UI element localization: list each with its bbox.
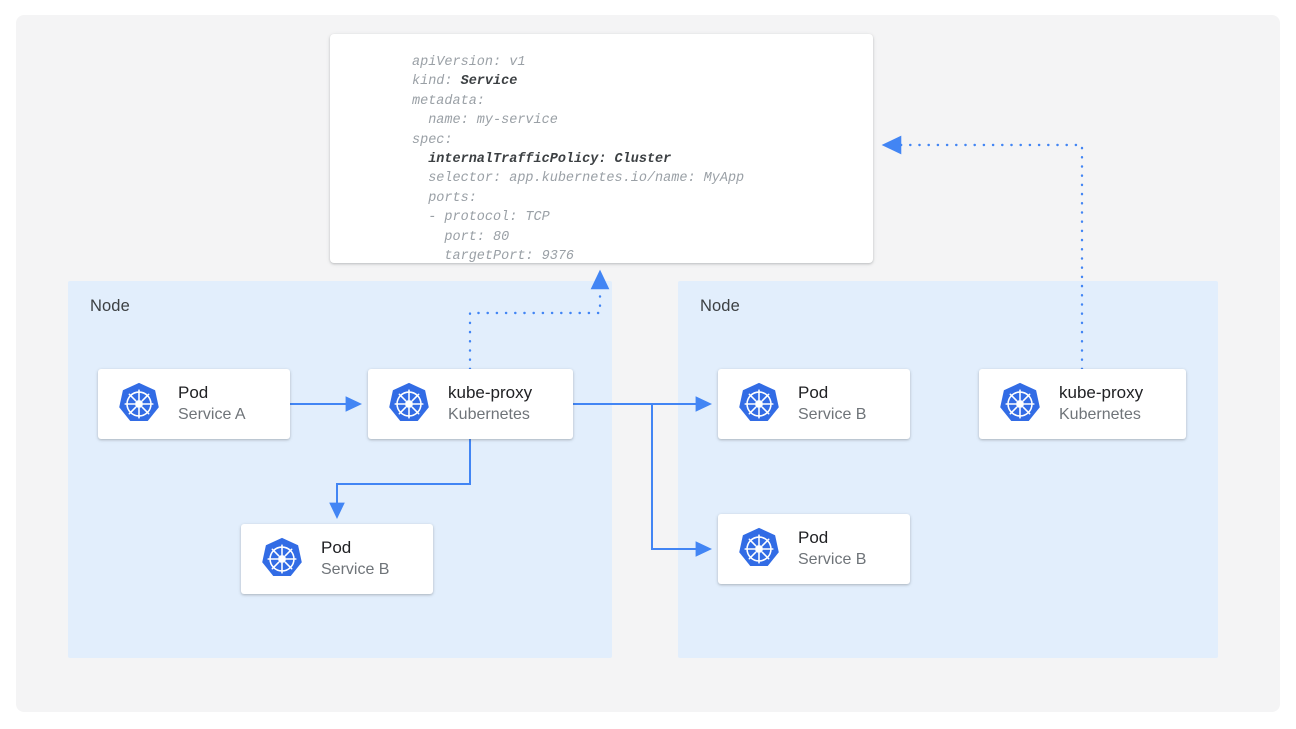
manifest-line: name: my-service	[412, 113, 558, 129]
manifest-line: kind: Service	[412, 74, 518, 90]
manifest-line: targetPort: 9376	[412, 249, 575, 265]
card-text: Pod Service B	[798, 527, 866, 571]
card-pod-service-b-left[interactable]: Pod Service B	[241, 524, 433, 594]
card-title: kube-proxy	[448, 383, 533, 402]
kubernetes-icon	[116, 381, 162, 427]
card-pod-service-b-right-bottom[interactable]: Pod Service B	[718, 514, 910, 584]
manifest-line: apiVersion: v1	[412, 55, 526, 70]
card-pod-service-a[interactable]: Pod Service A	[98, 369, 290, 439]
card-subtitle: Kubernetes	[1059, 406, 1141, 423]
manifest-line: ports:	[412, 190, 477, 206]
kubernetes-icon	[997, 381, 1043, 427]
card-pod-service-b-right-top[interactable]: Pod Service B	[718, 369, 910, 439]
card-kube-proxy-left[interactable]: kube-proxy Kubernetes	[368, 369, 573, 439]
node-left-label: Node	[90, 297, 130, 315]
manifest-line: - protocol: TCP	[412, 210, 550, 226]
card-title: Pod	[178, 383, 209, 402]
manifest-line: spec:	[412, 132, 453, 148]
kubernetes-icon	[736, 526, 782, 572]
card-kube-proxy-right[interactable]: kube-proxy Kubernetes	[979, 369, 1186, 439]
node-right-container: Node	[678, 281, 1218, 658]
manifest-line: metadata:	[412, 93, 485, 109]
manifest-line: selector: app.kubernetes.io/name: MyApp	[412, 171, 745, 187]
card-text: Pod Service A	[178, 382, 246, 426]
card-title: Pod	[321, 538, 352, 557]
card-title: Pod	[798, 528, 829, 547]
node-left-container: Node	[68, 281, 612, 658]
card-subtitle: Service B	[798, 551, 867, 568]
service-manifest-code: apiVersion: v1 kind: Service metadata: nam…	[412, 53, 744, 266]
kubernetes-icon	[736, 381, 782, 427]
card-subtitle: Service B	[798, 406, 867, 423]
kubernetes-icon	[259, 536, 305, 582]
card-subtitle: Service B	[321, 561, 390, 578]
node-right-label: Node	[700, 297, 740, 315]
card-subtitle: Kubernetes	[448, 406, 530, 423]
card-title: kube-proxy	[1059, 383, 1144, 402]
card-text: kube-proxy Kubernetes	[1059, 382, 1143, 426]
service-manifest-box: apiVersion: v1 kind: Service metadata: nam…	[330, 34, 873, 266]
manifest-line: port: 80	[412, 229, 510, 245]
card-subtitle: Service A	[178, 406, 246, 423]
card-text: Pod Service B	[321, 537, 389, 581]
card-text: kube-proxy Kubernetes	[448, 382, 532, 426]
card-text: Pod Service B	[798, 382, 866, 426]
manifest-line: internalTrafficPolicy: Cluster	[412, 152, 672, 168]
card-title: Pod	[798, 383, 829, 402]
kubernetes-icon	[386, 381, 432, 427]
